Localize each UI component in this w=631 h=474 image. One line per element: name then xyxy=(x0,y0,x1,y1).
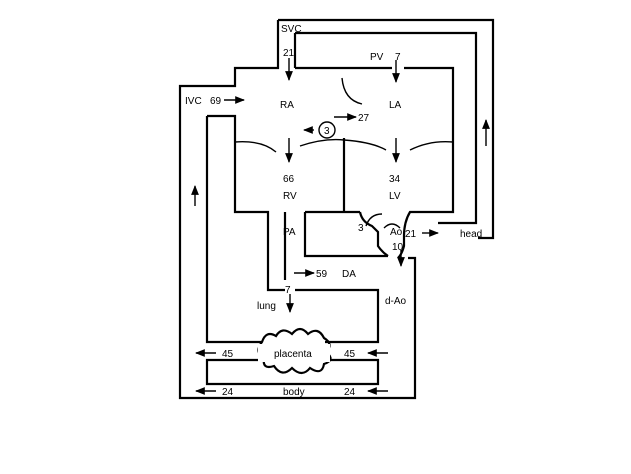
label-body: body xyxy=(283,387,305,398)
mitral-valve-left xyxy=(299,138,345,147)
value-foramen-rl: 27 xyxy=(358,113,370,124)
value-placenta-left: 45 xyxy=(222,349,234,360)
value-foramen-lr: 3 xyxy=(324,126,330,137)
label-ivc: IVC xyxy=(185,96,202,107)
label-rv: RV xyxy=(283,191,297,202)
value-rv: 66 xyxy=(283,174,295,185)
placenta-shape xyxy=(257,327,332,375)
flow-arrows xyxy=(191,58,490,395)
label-lv: LV xyxy=(389,191,401,202)
label-ra: RA xyxy=(280,100,294,111)
value-svc: 21 xyxy=(283,48,295,59)
tricuspid-valve xyxy=(234,141,277,153)
value-da: 59 xyxy=(316,269,328,280)
value-body-left: 24 xyxy=(222,387,234,398)
label-pa: PA xyxy=(283,227,296,238)
outer-vessel-paths xyxy=(178,18,495,400)
value-pv: 7 xyxy=(395,52,401,63)
value-coronary: 3 xyxy=(358,223,364,234)
value-lv: 34 xyxy=(389,174,401,185)
lv-valve xyxy=(409,140,454,151)
value-isthmus: 10 xyxy=(392,242,404,253)
label-head: head xyxy=(460,229,482,240)
label-la: LA xyxy=(389,100,402,111)
mitral-valve-right xyxy=(343,139,387,151)
value-ivc: 69 xyxy=(210,96,222,107)
label-pv: PV xyxy=(370,52,384,63)
label-placenta: placenta xyxy=(274,349,312,360)
aortic-valve xyxy=(383,223,401,229)
label-svc: SVC xyxy=(281,24,302,35)
value-head: 21 xyxy=(405,229,417,240)
value-placenta-right: 45 xyxy=(344,349,356,360)
coronary-loop xyxy=(365,213,383,227)
foramen-flap xyxy=(341,77,363,105)
value-lung: 7 xyxy=(285,285,291,296)
value-body-right: 24 xyxy=(344,387,356,398)
label-d-ao: d-Ao xyxy=(385,296,407,307)
aortic-root xyxy=(358,211,389,257)
label-ao: Ao xyxy=(390,227,403,238)
label-lung: lung xyxy=(257,301,276,312)
label-da: DA xyxy=(342,269,356,280)
foramen-circle xyxy=(318,121,336,139)
